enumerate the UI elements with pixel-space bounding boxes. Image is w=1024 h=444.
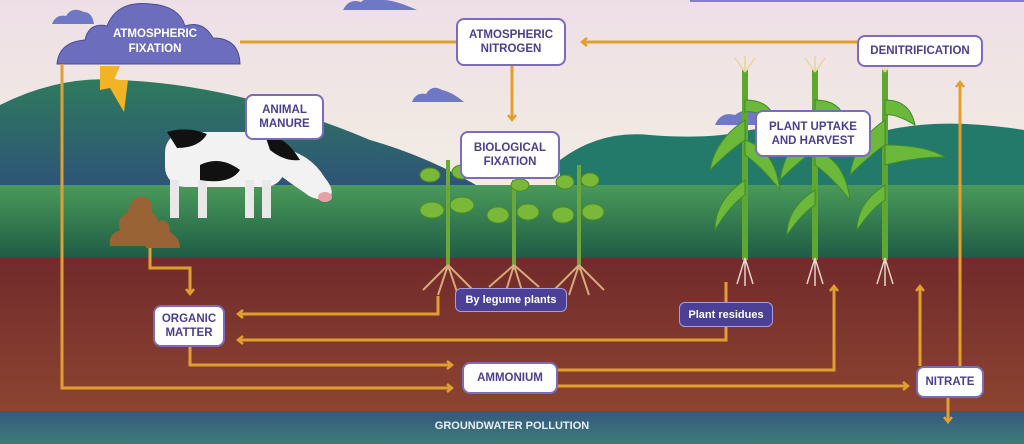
groundwater-pollution-label: GROUNDWATER POLLUTION: [434, 420, 590, 432]
atmospheric-fixation-cloud: [56, 2, 241, 65]
atmospheric-fixation-label: ATMOSPHERIC FIXATION: [112, 28, 198, 55]
plant-residues-tag: Plant residues: [679, 302, 773, 327]
small-cloud: [412, 87, 464, 102]
small-cloud: [52, 9, 94, 24]
arrow-legume-to-organic-matter: [235, 296, 440, 319]
arrow-manure-to-organic-matter: [148, 248, 195, 297]
legume-roots: [422, 264, 605, 296]
lightning-icon: [100, 66, 128, 112]
cow-illustration: [165, 129, 332, 218]
denitrification-label: DENITRIFICATION: [857, 35, 983, 67]
ammonium-label: AMMONIUM: [462, 362, 558, 394]
atmospheric-nitrogen-label: ATMOSPHERIC NITROGEN: [456, 18, 566, 66]
arrow-cloud-to-ammonium: [60, 64, 455, 393]
nitrate-label: NITRATE: [916, 366, 984, 398]
groundwater: [0, 411, 1024, 444]
biological-fixation-label: BIOLOGICAL FIXATION: [460, 131, 560, 179]
arrow-organic-matter-to-ammonium: [188, 346, 455, 370]
legume-plants: [419, 160, 605, 270]
arrow-ammonium-to-plant-uptake: [558, 283, 839, 372]
corn-roots: [736, 257, 894, 286]
by-legume-plants-tag: By legume plants: [455, 288, 567, 312]
arrow-residues-to-organic-matter: [235, 282, 728, 345]
top-border: [690, 0, 1024, 2]
manure-piles: [109, 196, 180, 248]
animal-manure-label: ANIMAL MANURE: [245, 94, 324, 140]
organic-matter-label: ORGANIC MATTER: [153, 305, 225, 347]
plant-uptake-label: PLANT UPTAKE AND HARVEST: [755, 110, 871, 157]
flow-arrows: [60, 37, 965, 425]
small-cloud: [343, 0, 417, 10]
